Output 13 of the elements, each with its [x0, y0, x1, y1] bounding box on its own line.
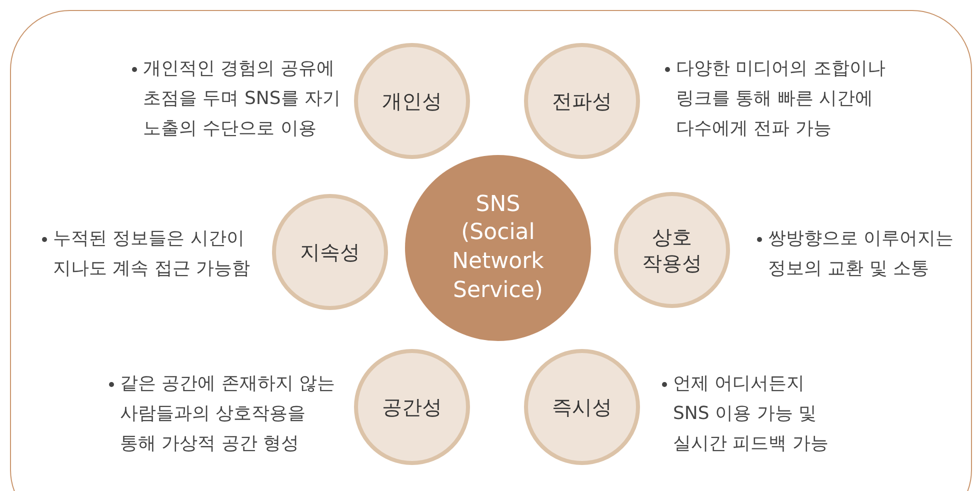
description-text: 개인적인 경험의 공유에 초점을 두며 SNS를 자기 노출의 수단으로 이용: [143, 57, 342, 141]
description-text: 다양한 미디어의 조합이나 링크를 통해 빠른 시간에 다수에게 전파 가능: [676, 57, 886, 141]
node-label: 공간성: [381, 394, 443, 420]
node-label: 전파성: [551, 88, 613, 114]
node-label: 개인성: [381, 88, 443, 114]
description-text: 언제 어디서든지 SNS 이용 가능 및 실시간 피드백 가능: [673, 372, 830, 456]
node-label: 지속성: [299, 239, 361, 265]
description-text: 누적된 정보들은 시간이 지나도 계속 접근 가능함: [53, 227, 252, 281]
description-text: 같은 공간에 존재하지 않는 사람들과의 상호작용을 통해 가상적 공간 형성: [120, 372, 336, 456]
node-label: 즉시성: [551, 394, 613, 420]
description-text: 쌍방향으로 이루어지는 정보의 교환 및 소통: [768, 227, 955, 281]
node-label: SNS (Social Network Service): [451, 190, 545, 305]
node-label: 상호 작용성: [641, 224, 703, 276]
